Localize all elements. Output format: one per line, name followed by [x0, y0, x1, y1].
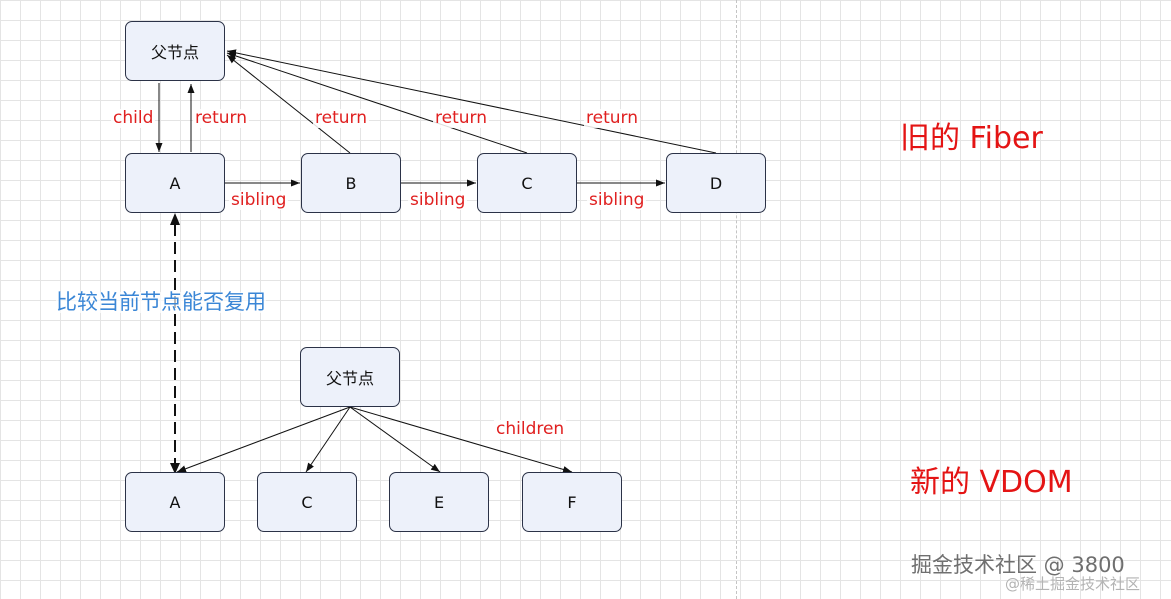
sibling-label-bc: sibling	[408, 190, 468, 210]
return-label-d: return	[584, 108, 640, 128]
return-arrow-c	[226, 52, 528, 154]
watermark-text: 掘金技术社区 @ 3800	[911, 553, 1125, 577]
old-fiber-title: 旧的 Fiber	[900, 121, 1043, 156]
sibling-label-ab: sibling	[229, 190, 289, 210]
children-arrow-a	[176, 406, 351, 473]
return-arrow-b	[226, 54, 351, 154]
old-node-d: D	[666, 153, 766, 213]
old-node-c: C	[477, 153, 577, 213]
new-node-e: E	[389, 472, 489, 532]
dashed-divider	[736, 0, 737, 599]
children-label: children	[494, 419, 567, 439]
new-vdom-title: 新的 VDOM	[910, 465, 1073, 500]
new-parent-node: 父节点	[300, 347, 400, 407]
return-label-b: return	[313, 108, 369, 128]
children-arrow-e	[349, 406, 441, 473]
compare-arrowhead-up	[170, 213, 180, 225]
children-arrow-f	[349, 406, 573, 473]
new-node-f: F	[522, 472, 622, 532]
old-node-b: B	[301, 153, 401, 213]
sibling-label-cd: sibling	[587, 190, 647, 210]
return-label-c: return	[433, 108, 489, 128]
children-arrow-c	[305, 406, 351, 473]
new-node-c: C	[257, 472, 357, 532]
old-node-a: A	[125, 153, 225, 213]
old-parent-node: 父节点	[125, 21, 225, 81]
return-arrow-d	[226, 49, 717, 154]
compare-label: 比较当前节点能否复用	[56, 290, 266, 314]
new-node-a: A	[125, 472, 225, 532]
child-label: child	[111, 108, 156, 128]
watermark-subtext: @稀土掘金技术社区	[1005, 575, 1141, 593]
return-label-a: return	[193, 108, 249, 128]
